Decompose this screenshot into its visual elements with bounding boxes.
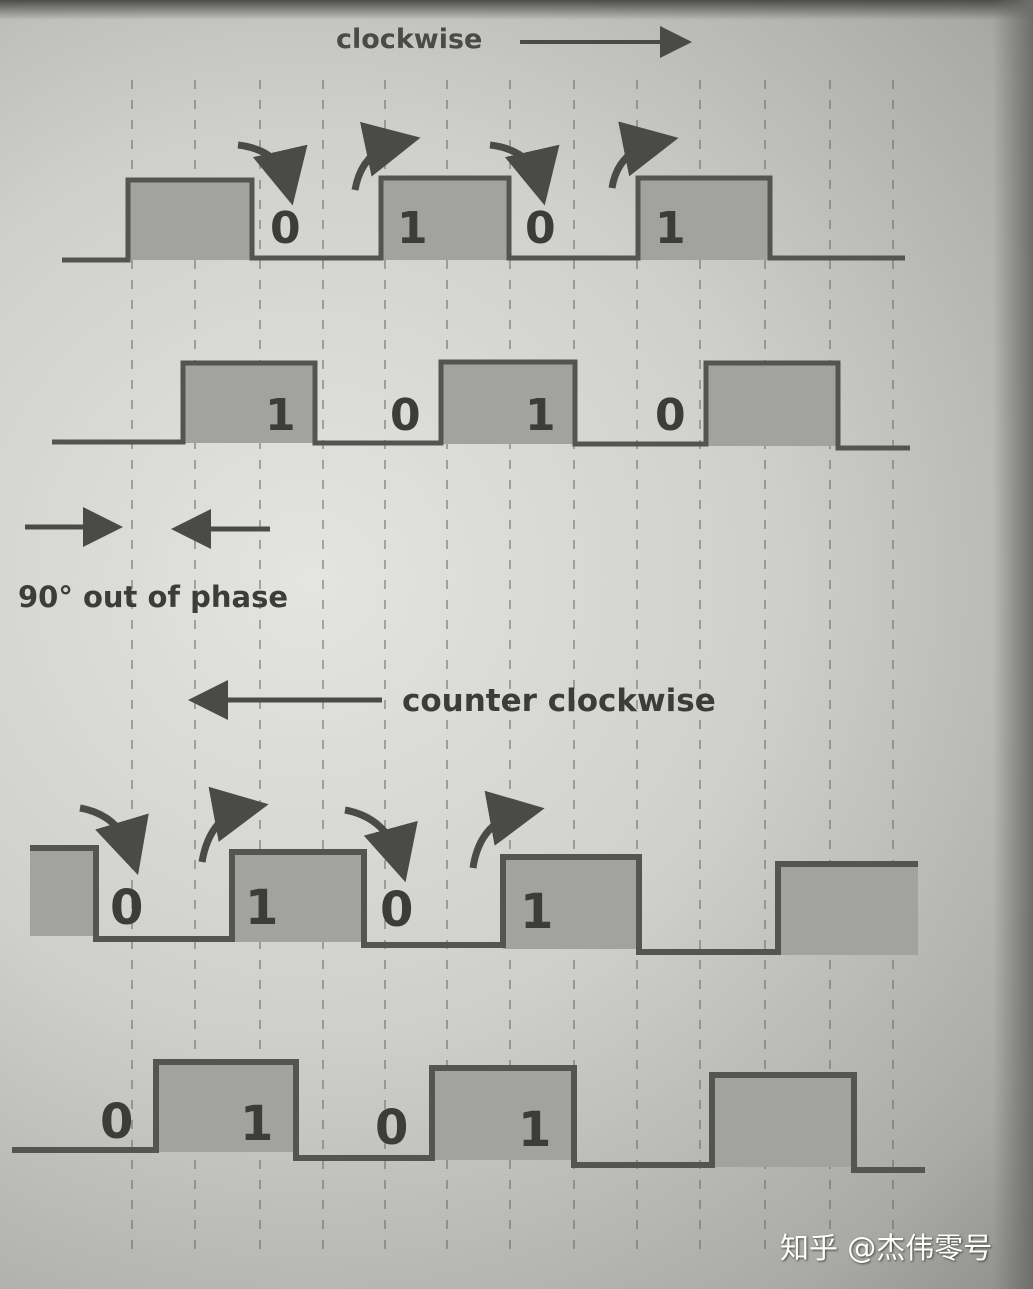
bit-label: 0 (375, 1100, 409, 1156)
page-edge-shadow (0, 0, 1033, 20)
cw-direction-arrows (237, 121, 679, 206)
bit-label: 1 (245, 880, 279, 936)
bit-label: 1 (240, 1096, 274, 1152)
ccw-channel-a-waveform (30, 845, 918, 955)
bit-label: 1 (655, 203, 686, 254)
bit-label: 0 (655, 390, 686, 441)
page-edge-shadow-right (993, 0, 1033, 1289)
watermark: 知乎 @杰伟零号 (780, 1231, 993, 1265)
ccw-direction-arrows (79, 786, 545, 883)
bit-label: 1 (525, 390, 556, 441)
bit-label: 0 (380, 882, 414, 938)
bit-label: 0 (390, 390, 421, 441)
bit-label: 1 (518, 1102, 552, 1158)
bit-label: 1 (397, 203, 428, 254)
phase-label: 90° out of phase (18, 580, 289, 614)
bit-label: 0 (525, 203, 556, 254)
bit-label: 0 (110, 880, 144, 936)
bit-label: 1 (520, 884, 554, 940)
counter-clockwise-label: counter clockwise (402, 683, 716, 719)
bit-label: 0 (100, 1094, 134, 1150)
cw-channel-b-waveform (52, 359, 910, 451)
clockwise-label: clockwise (336, 24, 483, 55)
ccw-channel-b-waveform (12, 1059, 925, 1173)
bit-label: 0 (270, 203, 301, 254)
bit-label: 1 (265, 390, 296, 441)
cw-channel-a-waveform (62, 175, 905, 263)
